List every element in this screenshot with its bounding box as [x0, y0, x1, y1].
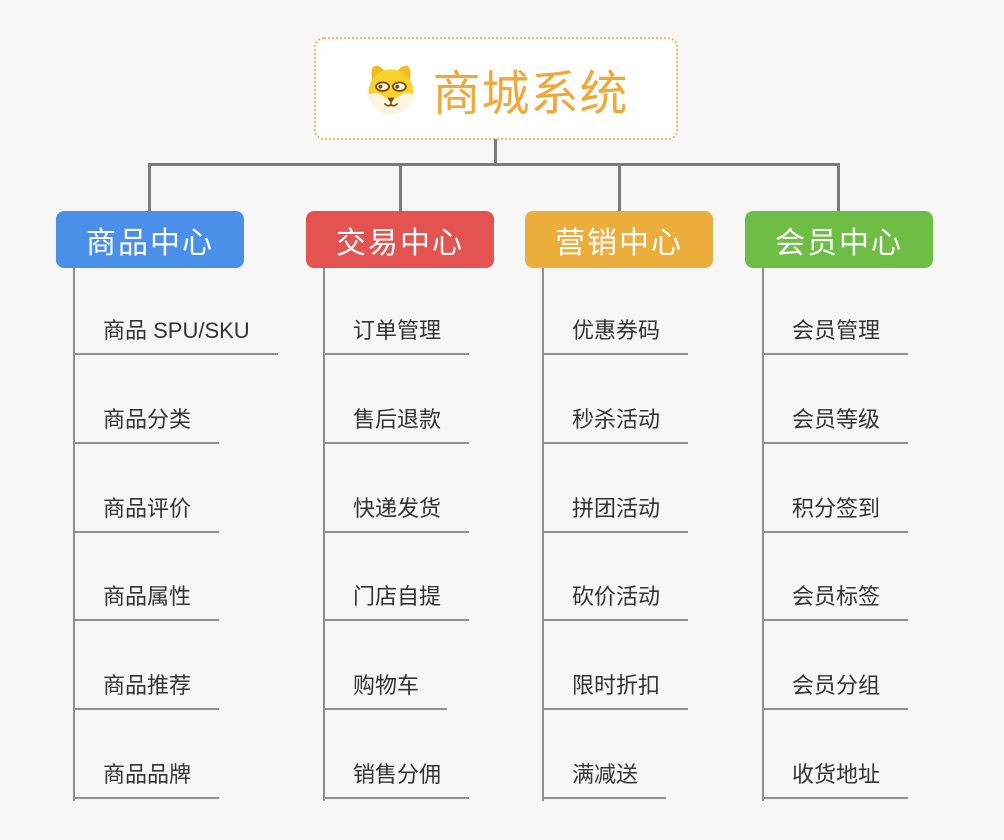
- child-node[interactable]: 商品推荐: [73, 671, 220, 710]
- branch-header-member-center[interactable]: 会员中心: [745, 211, 933, 268]
- child-node[interactable]: 优惠券码: [542, 316, 689, 355]
- branch-product-center: 商品中心 商品 SPU/SKU 商品分类 商品评价 商品属性 商品推荐 商品品牌: [56, 211, 278, 811]
- branch-marketing-center: 营销中心 优惠券码 秒杀活动 拼团活动 砍价活动 限时折扣 满减送: [525, 211, 713, 811]
- child-node[interactable]: 限时折扣: [542, 671, 689, 710]
- branch-guide-line: [323, 268, 325, 801]
- child-node[interactable]: 会员分组: [762, 671, 909, 710]
- child-node[interactable]: 会员标签: [762, 582, 909, 621]
- branch-guide-line: [542, 268, 544, 801]
- branch-trade-center: 交易中心 订单管理 售后退款 快递发货 门店自提 购物车 销售分佣: [306, 211, 494, 811]
- child-node[interactable]: 会员等级: [762, 405, 909, 444]
- child-node[interactable]: 售后退款: [323, 405, 470, 444]
- root-node[interactable]: 商城系统: [314, 37, 678, 140]
- child-node[interactable]: 秒杀活动: [542, 405, 689, 444]
- connector-root-stub: [494, 139, 497, 165]
- branch-header-trade-center[interactable]: 交易中心: [306, 211, 494, 268]
- child-node[interactable]: 快递发货: [323, 494, 470, 533]
- child-node[interactable]: 购物车: [323, 671, 448, 710]
- connector-branch-stub-3: [618, 163, 621, 211]
- branch-guide-line: [762, 268, 764, 801]
- child-node[interactable]: 商品评价: [73, 494, 220, 533]
- connector-branch-stub-2: [399, 163, 402, 211]
- child-node[interactable]: 商品品牌: [73, 760, 220, 799]
- child-node[interactable]: 商品 SPU/SKU: [73, 316, 278, 355]
- child-node[interactable]: 门店自提: [323, 582, 470, 621]
- root-title: 商城系统: [432, 67, 629, 121]
- branch-header-product-center[interactable]: 商品中心: [56, 211, 244, 268]
- child-node[interactable]: 会员管理: [762, 316, 909, 355]
- child-node[interactable]: 砍价活动: [542, 582, 689, 621]
- branch-member-center: 会员中心 会员管理 会员等级 积分签到 会员标签 会员分组 收货地址: [745, 211, 933, 811]
- child-node[interactable]: 商品分类: [73, 405, 220, 444]
- connector-branch-stub-1: [148, 163, 151, 211]
- child-node[interactable]: 销售分佣: [323, 760, 470, 799]
- connector-branch-stub-4: [837, 163, 840, 211]
- branch-guide-line: [73, 268, 75, 801]
- child-node[interactable]: 拼团活动: [542, 494, 689, 533]
- child-node[interactable]: 收货地址: [762, 760, 909, 799]
- child-node[interactable]: 订单管理: [323, 316, 470, 355]
- child-node[interactable]: 积分签到: [762, 494, 909, 533]
- branch-header-marketing-center[interactable]: 营销中心: [525, 211, 713, 268]
- child-node[interactable]: 商品属性: [73, 582, 220, 621]
- connector-bus: [149, 163, 839, 166]
- child-node[interactable]: 满减送: [542, 760, 667, 799]
- dog-face-icon: [369, 65, 414, 114]
